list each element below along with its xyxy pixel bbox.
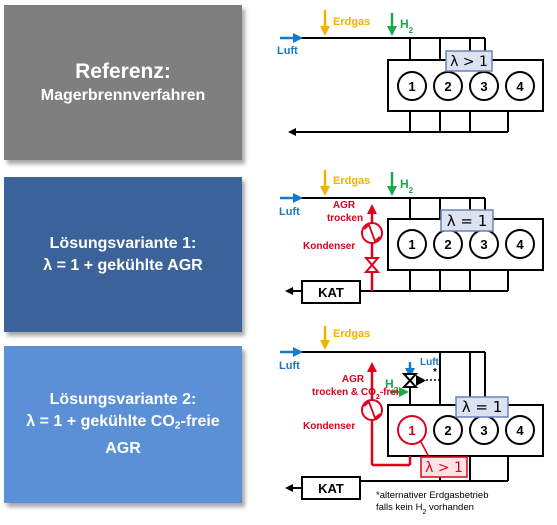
lambda-label-1: λ > 1: [450, 54, 488, 70]
h2-label-2: H2: [400, 177, 414, 195]
variant1-title: Lösungsvariante 1:: [49, 234, 197, 252]
reference-panel: Referenz: Magerbrennverfahren: [4, 5, 242, 160]
cylinders-2: [397, 229, 535, 259]
air-valve-icon: [401, 373, 419, 388]
trocken-label-1: trocken: [327, 213, 363, 224]
h2-label-3: H2: [385, 377, 399, 395]
lambda-label-3: λ = 1: [462, 398, 503, 416]
kondenser-icon: [361, 222, 383, 244]
cylinder-1-agr: [397, 415, 427, 445]
kat-box-1: [301, 280, 361, 304]
reference-title: Referenz:: [75, 59, 171, 83]
agr-label-1: AGR: [333, 200, 356, 211]
luft-label-4: Luft: [420, 357, 440, 368]
lambda-label-4: λ > 1: [425, 460, 463, 476]
lambda-box-4: [420, 456, 468, 478]
h2-label-1-h: H: [400, 17, 409, 31]
agr-valve-icon: [363, 257, 381, 273]
erdgas-label-1: Erdgas: [333, 16, 370, 28]
star-label: *: [433, 367, 437, 378]
luft-label-2: Luft: [279, 206, 300, 218]
h2-label-1-sub: 2: [409, 26, 414, 35]
kondenser-icon: [361, 399, 383, 421]
h2-label-1: H2: [400, 17, 414, 35]
cylinder-1-label: 1: [408, 423, 415, 438]
trocken-co2-a: trocken & CO: [312, 387, 376, 398]
kondenser-label-2: Kondenser: [303, 421, 355, 432]
h2-label-2-sub: 2: [409, 186, 414, 195]
h2-label-2-h: H: [400, 177, 409, 191]
agr-loop-2: [367, 362, 412, 467]
luft-label-3: Luft: [279, 360, 300, 372]
agr-label-2: AGR: [342, 374, 365, 385]
cylinder-1-label: 1: [408, 79, 415, 94]
cylinder-3-label: 3: [480, 237, 487, 252]
footnote-line2: falls kein H2 vorhanden: [376, 502, 474, 516]
trocken-co2-sub: 2: [376, 394, 380, 401]
kat-label-2: KAT: [318, 481, 344, 496]
h2-label-3-sub: 2: [394, 386, 399, 395]
cylinder-4-label: 4: [516, 79, 524, 94]
footnote-line2-b: vorhanden: [426, 502, 474, 513]
footnote-line2-a: falls kein H: [376, 502, 423, 513]
variant2-title: Lösungsvariante 2:: [49, 391, 197, 409]
trocken-co2-b: -frei: [380, 387, 399, 398]
cylinders-1: [397, 71, 535, 101]
cylinder-2-label: 2: [444, 79, 451, 94]
cylinder-3-label: 3: [480, 79, 487, 94]
footnote-line2-sub: 2: [422, 509, 426, 516]
cylinder-3-label: 3: [480, 423, 487, 438]
lambda-box-3: [455, 396, 509, 418]
kat-box-2: [301, 476, 361, 500]
erdgas-label-3: Erdgas: [333, 328, 370, 340]
cylinder-2-label: 2: [444, 237, 451, 252]
cylinder-2-label: 2: [444, 423, 451, 438]
variant1-panel: Lösungsvariante 1: λ = 1 + gekühlte AGR: [4, 177, 242, 332]
variant1-subtitle: λ = 1 + gekühlte AGR: [43, 256, 203, 274]
variant2-subtitle: λ = 1 + gekühlte CO2-freie: [26, 411, 219, 438]
reference-subtitle: Magerbrennverfahren: [40, 86, 206, 104]
cylinder-4-label: 4: [516, 237, 524, 252]
variant2-subtitle-agr: AGR: [105, 439, 141, 457]
lambda-pointer: [419, 439, 430, 458]
kondenser-label-1: Kondenser: [303, 241, 355, 252]
lambda-label-2: λ = 1: [447, 212, 488, 230]
variant2-subtitle-a: λ = 1 + gekühlte CO: [26, 413, 175, 431]
cylinder-1-label: 1: [408, 237, 415, 252]
luft-label-1: Luft: [277, 45, 298, 57]
variant2-subtitle-sub: 2: [174, 420, 181, 432]
lambda-box-1: [445, 50, 493, 72]
h2-label-3-h: H: [385, 377, 394, 391]
erdgas-label-2: Erdgas: [333, 175, 370, 187]
valve-actuator-icon: [416, 375, 426, 386]
variant2-subtitle-b: -freie: [180, 413, 220, 431]
kat-label-1: KAT: [318, 285, 344, 300]
footnote-line1: *alternativer Erdgasbetrieb: [376, 490, 488, 501]
cylinders-3: [433, 415, 535, 445]
variant2-panel: Lösungsvariante 2: λ = 1 + gekühlte CO2-…: [4, 346, 242, 503]
cylinder-4-label: 4: [516, 423, 524, 438]
trocken-co2-label: trocken & CO2-frei: [312, 387, 399, 401]
lambda-box-2: [440, 209, 494, 232]
